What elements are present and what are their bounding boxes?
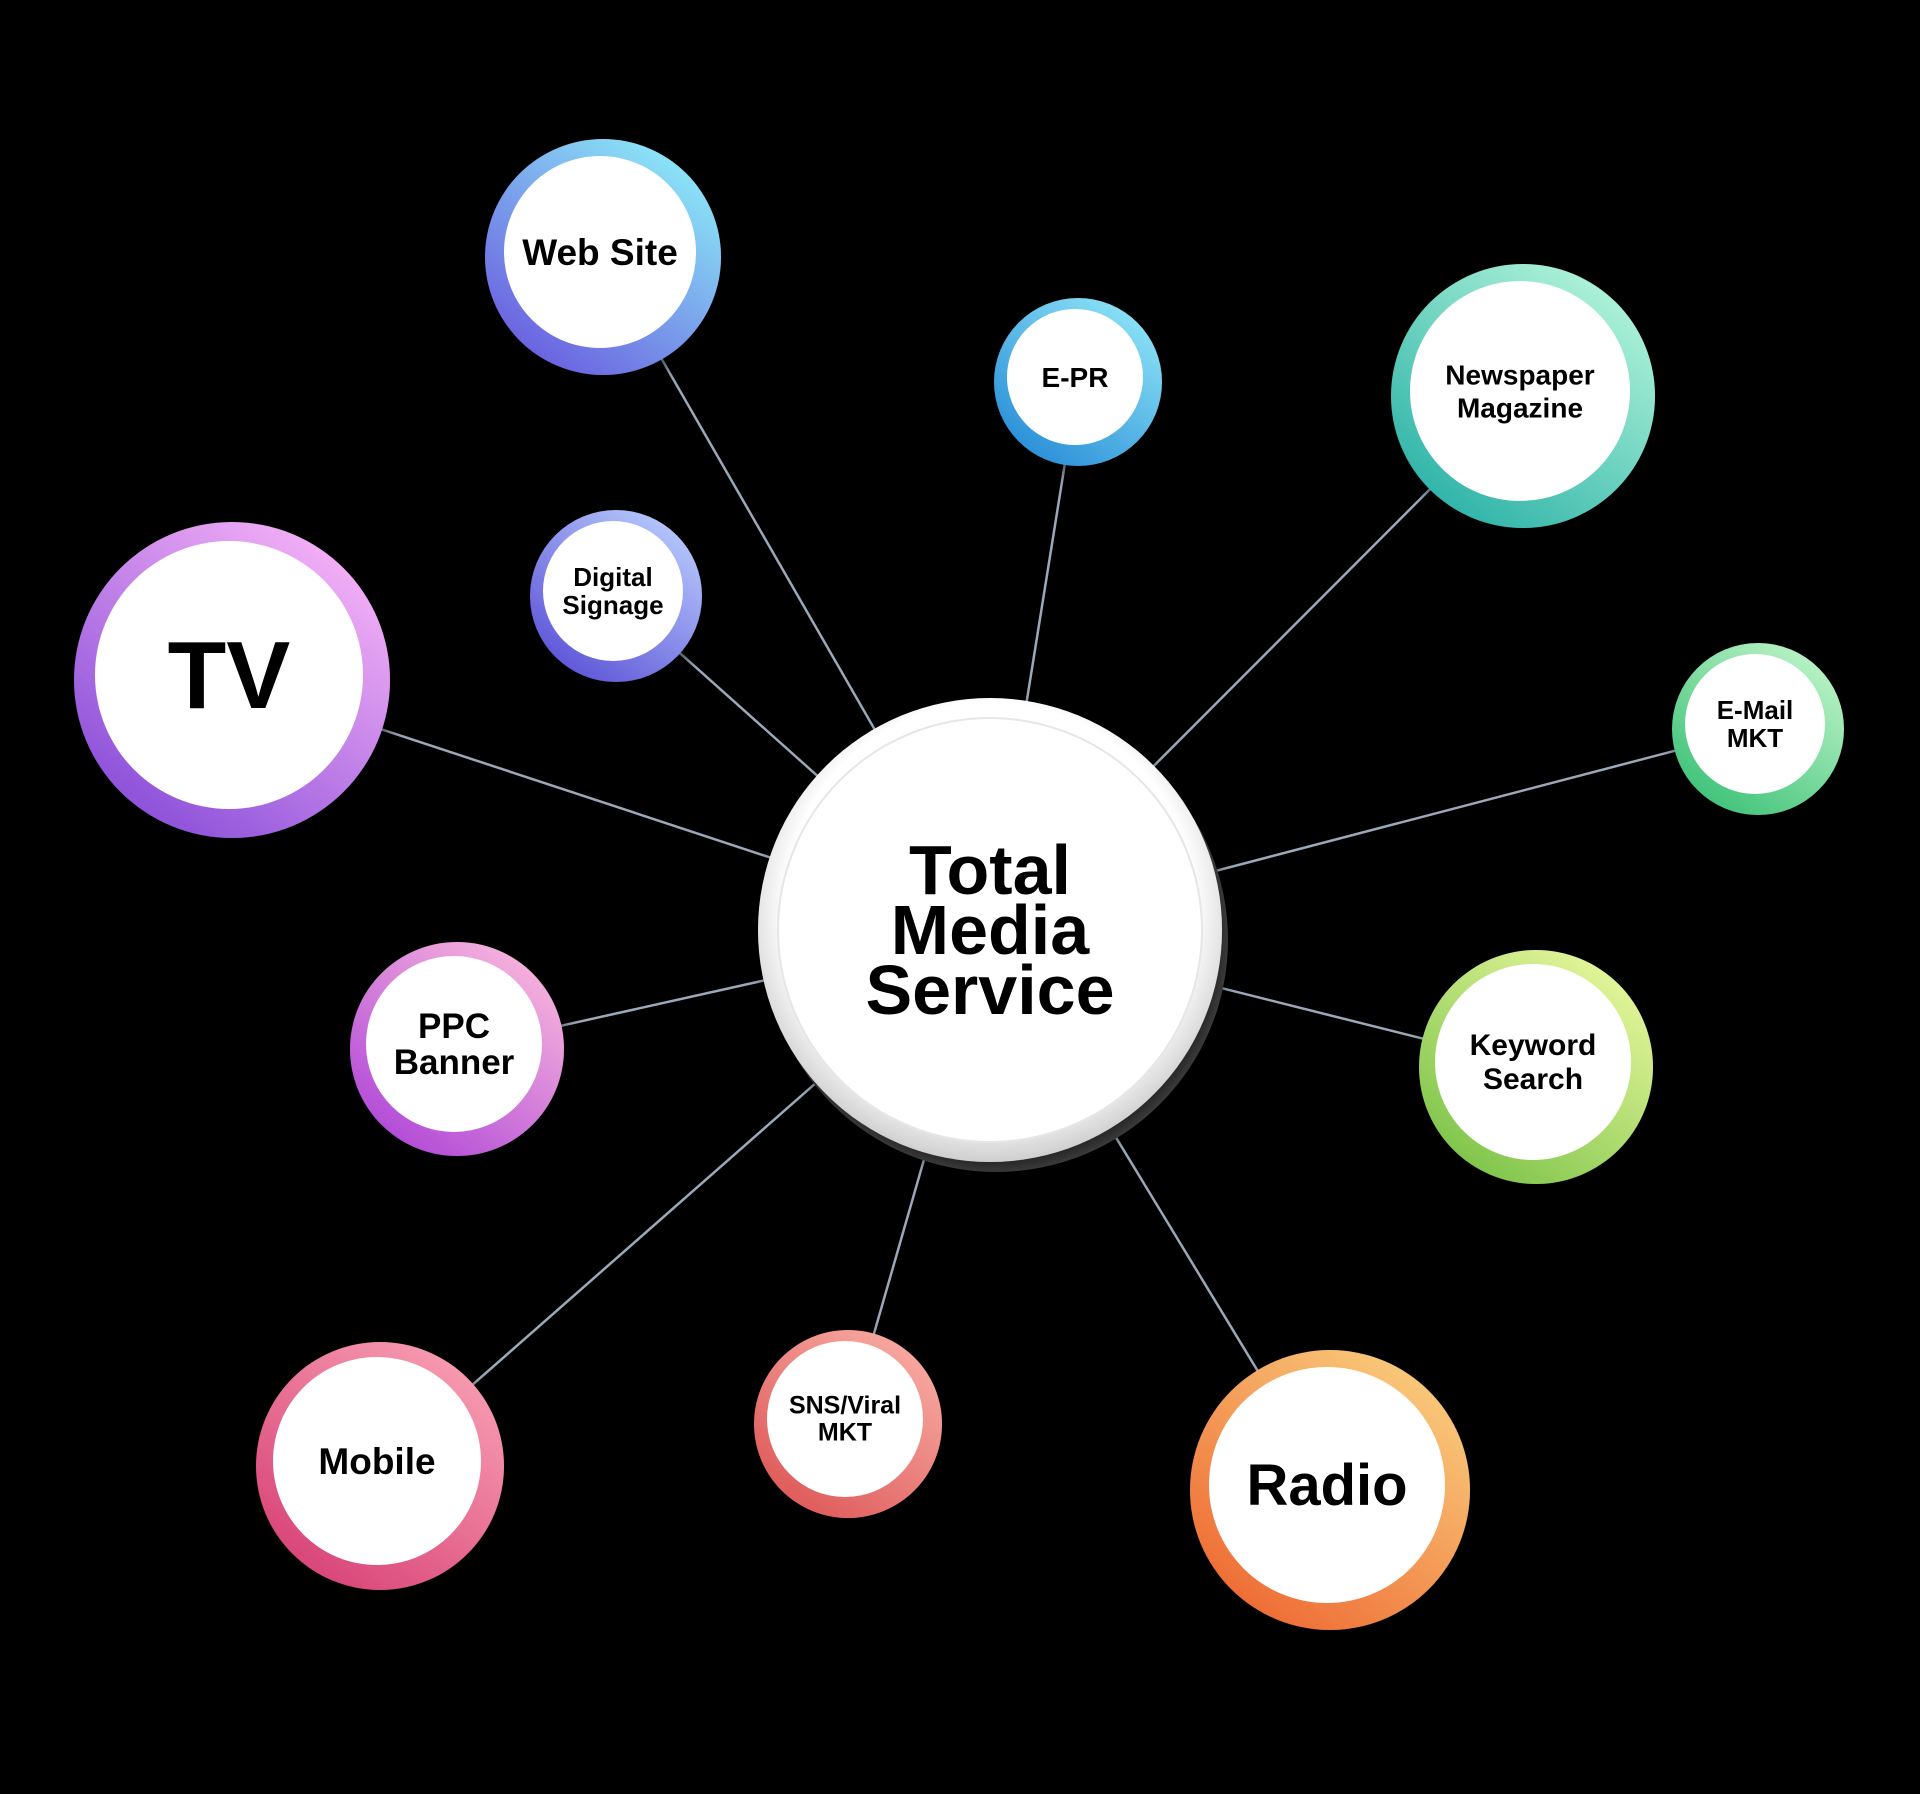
node-face-digital-signage: [543, 521, 683, 661]
node-face-mobile: [273, 1357, 481, 1565]
node-radio: Radio: [1190, 1350, 1470, 1630]
node-mobile: Mobile: [256, 1342, 504, 1590]
node-face-ppc-banner: [366, 956, 542, 1132]
node-label-e-pr: E-PR: [1042, 362, 1109, 393]
node-face-keyword-search: [1435, 964, 1631, 1160]
node-face-web-site: [504, 156, 696, 348]
node-label-mobile: Mobile: [318, 1441, 435, 1482]
node-face-newspaper-magazine: [1410, 281, 1630, 501]
node-web-site: Web Site: [485, 139, 721, 375]
node-e-pr: E-PR: [994, 298, 1162, 466]
node-face-radio: [1209, 1367, 1445, 1603]
node-face-e-mail-mkt: [1685, 654, 1825, 794]
node-label-radio: Radio: [1246, 1453, 1407, 1518]
node-face-sns-viral-mkt: [767, 1341, 923, 1497]
node-face-tv: [95, 541, 363, 809]
node-label-web-site: Web Site: [522, 232, 678, 273]
center-hub-face: [777, 717, 1203, 1143]
node-face-e-pr: [1007, 309, 1143, 445]
node-tv: TV: [74, 522, 390, 838]
node-label-tv: TV: [168, 622, 291, 729]
